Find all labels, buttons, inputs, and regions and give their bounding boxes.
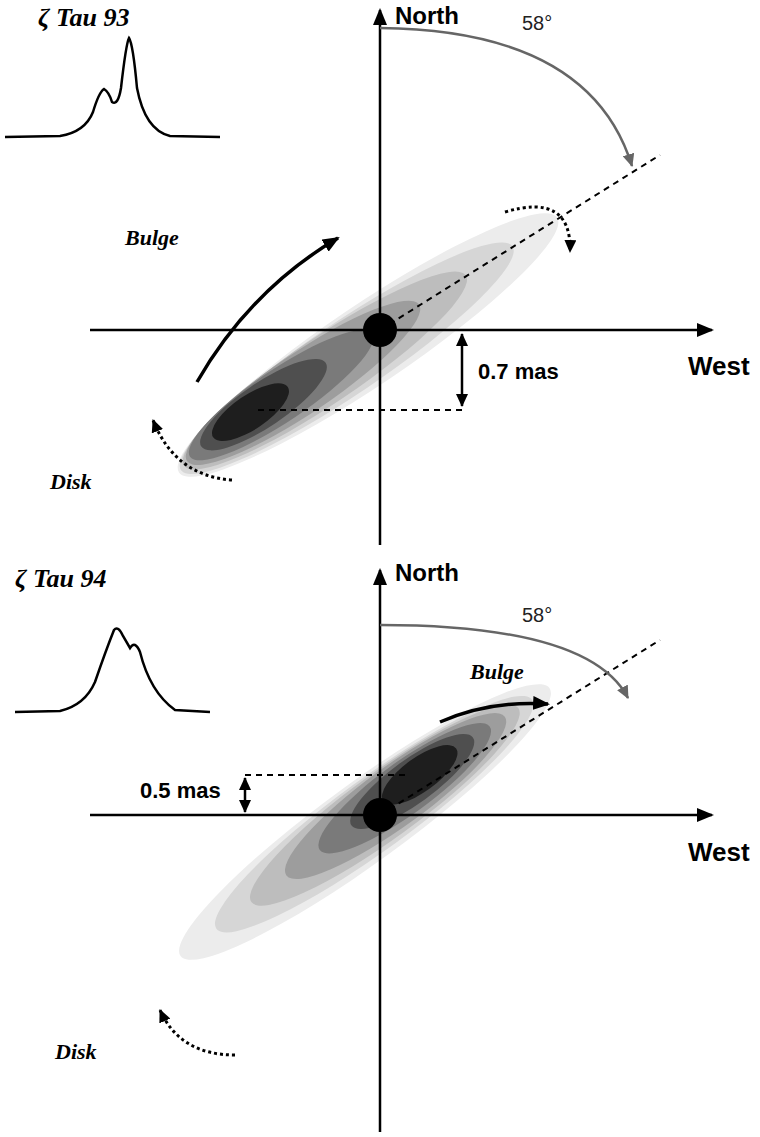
disk-image [157,184,580,505]
north-axis [379,10,382,545]
line-profile [15,628,210,712]
axis-label: North [395,3,459,29]
offset-line [245,774,408,776]
contour [170,280,436,486]
west-axis [90,814,712,817]
flow-label: Bulge [470,660,524,684]
contour [339,720,486,844]
rotation-arrow [505,207,570,252]
angle-label: 58° [522,604,552,626]
contour [175,312,386,478]
dimension-label: 0.7 mas [478,360,559,384]
disk-arrow [153,420,232,480]
dimension-arrow [244,778,247,812]
position-angle-line [380,155,660,330]
disk-image [157,656,573,989]
contour [232,681,538,928]
angle-arc [380,625,628,698]
bulge-arrow [197,238,338,382]
offset-line [258,409,462,411]
panel-title: ζ Tau 94 [15,565,106,594]
west-axis [90,329,712,332]
flow-label: Disk [50,470,92,494]
contour [304,705,504,871]
star [363,313,397,347]
dimension-label: 0.5 mas [140,779,221,803]
star [363,798,397,832]
north-axis [379,570,382,1132]
contour [157,656,573,989]
angle-arc [380,28,632,166]
axis-label: North [395,560,459,586]
angle-label: 58° [522,12,552,34]
bulge-arrow [440,703,548,722]
contour [189,344,338,464]
contour [204,373,298,452]
panel-title: ζ Tau 93 [38,4,129,33]
contour [161,216,533,499]
contour [157,184,580,505]
disk-arrow [160,1010,235,1055]
axis-label: West [688,352,750,381]
flow-label: Disk [55,1040,97,1064]
flow-label: Bulge [125,226,179,250]
axis-label: West [688,838,750,867]
contour [269,692,523,899]
position-angle-line [380,640,660,815]
contour [165,248,484,493]
line-profile [5,38,220,137]
dimension-arrow [461,334,464,406]
